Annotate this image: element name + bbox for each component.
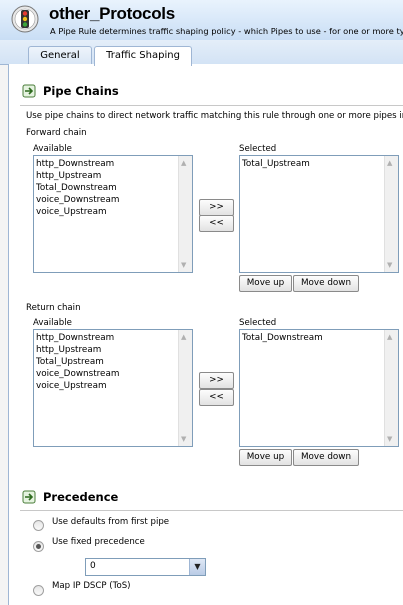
list-item[interactable]: http_Upstream (36, 171, 102, 181)
forward-move-down-button[interactable]: Move down (293, 275, 359, 292)
scroll-up-icon[interactable]: ▲ (387, 159, 393, 167)
scroll-up-icon[interactable]: ▲ (181, 159, 187, 167)
scrollbar[interactable]: ▲▼ (178, 156, 192, 272)
fixed-precedence-select[interactable]: 0 ▼ (85, 558, 206, 576)
forward-move-up-button[interactable]: Move up (239, 275, 292, 292)
return-selected-label: Selected (239, 318, 277, 328)
header: other_Protocols A Pipe Rule determines t… (0, 0, 403, 41)
traffic-light-icon (11, 5, 39, 33)
radio-map-dscp[interactable] (33, 585, 44, 596)
forward-selected-list[interactable]: Total_Upstream ▲▼ (239, 155, 399, 273)
pipe-chains-description: Use pipe chains to direct network traffi… (26, 111, 403, 121)
return-remove-button[interactable]: << (199, 389, 234, 406)
arrow-right-icon (22, 490, 36, 504)
radio-fixed-precedence[interactable] (33, 541, 44, 552)
precedence-title: Precedence (43, 490, 119, 504)
list-item[interactable]: Total_Downstream (242, 333, 323, 343)
forward-chain-label: Forward chain (26, 128, 87, 138)
scrollbar[interactable]: ▲▼ (384, 330, 398, 446)
forward-available-list[interactable]: http_Downstream http_Upstream Total_Down… (33, 155, 193, 273)
arrow-right-icon (22, 84, 36, 98)
scroll-up-icon[interactable]: ▲ (181, 333, 187, 341)
list-item[interactable]: http_Upstream (36, 345, 102, 355)
select-value: 0 (90, 561, 96, 571)
forward-remove-button[interactable]: << (199, 215, 234, 232)
scroll-up-icon[interactable]: ▲ (387, 333, 393, 341)
return-move-down-button[interactable]: Move down (293, 449, 359, 466)
scroll-down-icon[interactable]: ▼ (181, 435, 187, 443)
list-item[interactable]: voice_Upstream (36, 207, 107, 217)
page-subtitle: A Pipe Rule determines traffic shaping p… (50, 26, 403, 36)
radio-use-defaults[interactable] (33, 520, 44, 531)
return-move-up-button[interactable]: Move up (239, 449, 292, 466)
radio-fixed-precedence-label: Use fixed precedence (52, 537, 145, 547)
list-item[interactable]: Total_Upstream (36, 357, 104, 367)
forward-available-label: Available (33, 144, 72, 154)
page-title: other_Protocols (49, 4, 175, 23)
radio-map-dscp-label: Map IP DSCP (ToS) (52, 581, 131, 591)
forward-selected-label: Selected (239, 144, 277, 154)
list-item[interactable]: http_Downstream (36, 159, 115, 169)
list-item[interactable]: http_Downstream (36, 333, 115, 343)
chevron-down-icon[interactable]: ▼ (189, 559, 205, 575)
scroll-down-icon[interactable]: ▼ (387, 261, 393, 269)
section-divider (20, 510, 403, 511)
scroll-down-icon[interactable]: ▼ (181, 261, 187, 269)
tab-traffic-shaping[interactable]: Traffic Shaping (94, 46, 192, 66)
return-chain-label: Return chain (26, 303, 81, 313)
radio-use-defaults-label: Use defaults from first pipe (52, 517, 170, 527)
list-item[interactable]: Total_Upstream (242, 159, 310, 169)
tab-general[interactable]: General (28, 46, 92, 65)
forward-add-button[interactable]: >> (199, 199, 234, 216)
scrollbar[interactable]: ▲▼ (178, 330, 192, 446)
return-selected-list[interactable]: Total_Downstream ▲▼ (239, 329, 399, 447)
return-available-list[interactable]: http_Downstream http_Upstream Total_Upst… (33, 329, 193, 447)
section-divider (20, 105, 403, 106)
scroll-down-icon[interactable]: ▼ (387, 435, 393, 443)
scrollbar[interactable]: ▲▼ (384, 156, 398, 272)
list-item[interactable]: voice_Downstream (36, 369, 120, 379)
pipe-chains-title: Pipe Chains (43, 84, 119, 98)
list-item[interactable]: Total_Downstream (36, 183, 117, 193)
list-item[interactable]: voice_Upstream (36, 381, 107, 391)
return-available-label: Available (33, 318, 72, 328)
return-add-button[interactable]: >> (199, 372, 234, 389)
list-item[interactable]: voice_Downstream (36, 195, 120, 205)
